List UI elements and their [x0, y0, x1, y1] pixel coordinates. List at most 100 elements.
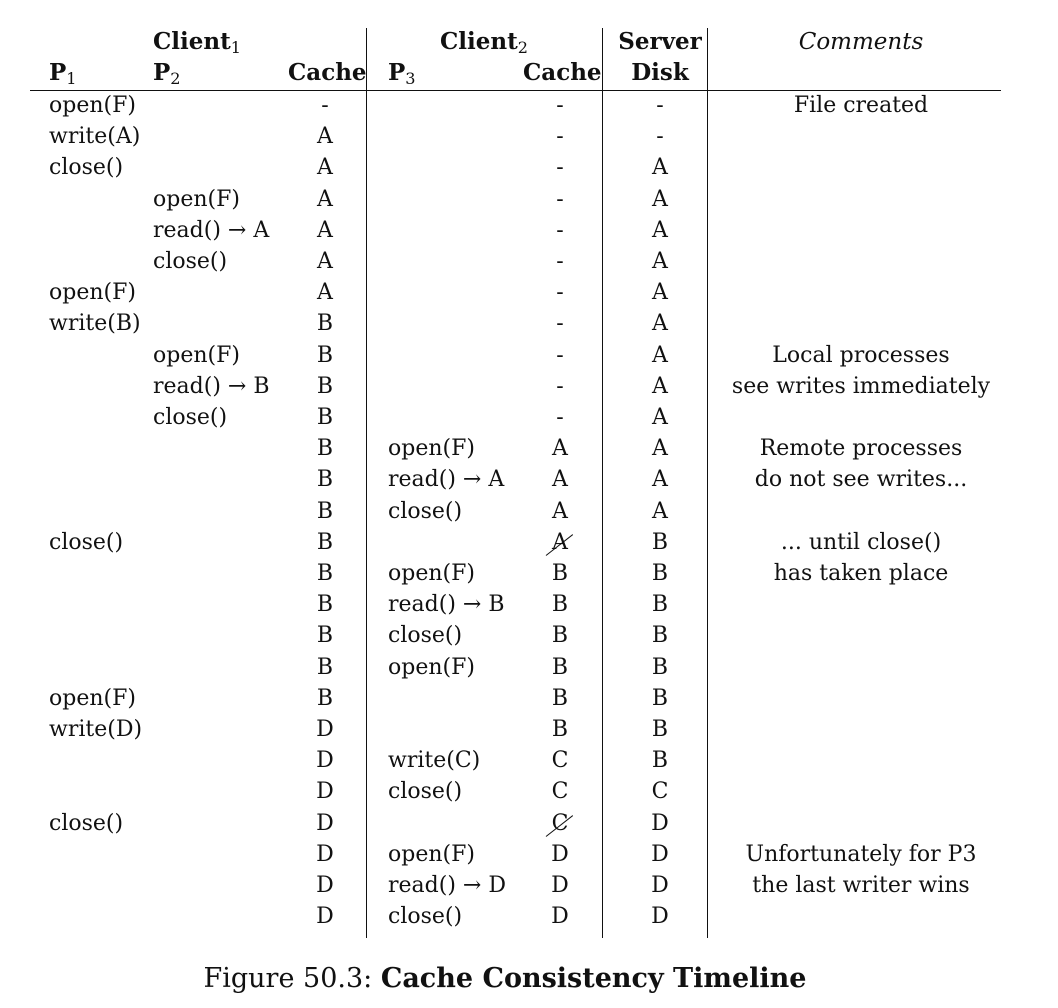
cell-cache2: -	[556, 93, 564, 118]
cell-cache2: A	[552, 467, 568, 493]
cell-disk: A	[652, 405, 668, 430]
cell-disk: A	[652, 436, 668, 462]
cell-p2: close()	[153, 405, 228, 430]
cell-cache1: B	[316, 311, 334, 337]
cell-cache1: D	[316, 904, 334, 930]
cell-disk: B	[651, 717, 669, 742]
cell-p1: write(D)	[49, 717, 143, 742]
cell-disk: B	[651, 623, 669, 649]
cell-p2: read() → A	[153, 217, 270, 243]
header-p3-subscript: 3	[405, 69, 416, 89]
header-p1: P1	[49, 59, 77, 93]
cell-p2: close()	[153, 249, 228, 274]
cell-cache1: B	[316, 373, 334, 399]
cell-cache2: C	[551, 748, 569, 774]
cell-disk: A	[652, 311, 668, 337]
cell-cache2: B	[551, 654, 569, 680]
cell-cache1: D	[316, 841, 334, 867]
header-p3-label: P	[388, 59, 406, 86]
header-p3: P3	[388, 59, 416, 93]
cell-p2: open(F)	[153, 186, 240, 212]
cell-cache1: B	[316, 342, 334, 368]
cell-cache2: -	[556, 405, 564, 430]
cell-cache2: B	[551, 685, 569, 711]
cell-p3: open(F)	[388, 654, 475, 680]
cell-cache1: A	[317, 155, 333, 181]
separator-client1-client2	[366, 28, 367, 938]
cell-p1: close()	[49, 155, 124, 181]
cell-cache2: -	[556, 217, 564, 243]
header-client1-label: Client	[153, 28, 231, 55]
cell-cache1: B	[316, 623, 334, 649]
cell-disk: A	[652, 155, 668, 181]
cell-p3: close()	[388, 779, 463, 805]
cell-p1: open(F)	[49, 280, 136, 306]
header-server: Server	[618, 28, 702, 55]
cell-p1: write(B)	[49, 311, 141, 337]
cell-cache1: A	[317, 186, 333, 212]
cell-cache1: D	[316, 748, 334, 774]
cell-comment: ... until close()	[780, 529, 942, 555]
cell-comment: Unfortunately for P3	[745, 841, 977, 867]
cell-cache1: A	[317, 124, 333, 150]
cell-cache2: -	[556, 186, 564, 212]
cell-disk: A	[652, 373, 668, 399]
cell-cache1: B	[316, 529, 334, 555]
cell-disk: D	[651, 873, 669, 898]
separator-client2-server	[602, 28, 603, 938]
cell-p2: open(F)	[153, 342, 240, 368]
cell-disk: A	[652, 467, 668, 493]
cell-cache1: B	[316, 467, 334, 493]
cell-disk: C	[651, 779, 669, 805]
header-p2-label: P	[153, 59, 171, 86]
cell-p3: write(C)	[388, 748, 481, 774]
header-client2: Client2	[440, 28, 528, 62]
cell-cache2: A	[552, 498, 568, 524]
figure-caption: Figure 50.3: Cache Consistency Timeline	[0, 962, 1010, 996]
caption-label: Figure 50.3:	[203, 963, 373, 994]
cell-cache2: B	[551, 592, 569, 618]
cell-disk: B	[651, 561, 669, 586]
cell-disk: -	[656, 93, 664, 118]
cell-disk: -	[656, 124, 664, 150]
cell-comment: Local processes	[772, 342, 950, 368]
cell-disk: B	[651, 529, 669, 555]
header-cache2: Cache	[523, 59, 602, 86]
cell-cache1: B	[316, 436, 334, 462]
header-underline	[30, 90, 1001, 91]
cell-p3: read() → B	[388, 592, 505, 618]
cell-p1: close()	[49, 529, 124, 555]
cell-disk: B	[651, 592, 669, 618]
cell-p1: open(F)	[49, 93, 136, 118]
cell-p1: write(A)	[49, 124, 141, 150]
cell-cache1: B	[316, 405, 334, 430]
cell-cache2: -	[556, 342, 564, 368]
cell-cache2: -	[556, 280, 564, 306]
cell-cache1: B	[316, 561, 334, 586]
cell-disk: A	[652, 280, 668, 306]
cell-cache2: D	[551, 904, 569, 930]
cell-p3: read() → A	[388, 467, 505, 493]
cell-p3: open(F)	[388, 561, 475, 586]
cell-cache2: -	[556, 124, 564, 150]
cell-comment: has taken place	[773, 561, 949, 586]
cell-disk: A	[652, 186, 668, 212]
cell-cache1: B	[316, 685, 334, 711]
header-p1-label: P	[49, 59, 67, 86]
cell-cache1: A	[317, 217, 333, 243]
separator-server-comments	[707, 28, 708, 938]
cell-p3: close()	[388, 904, 463, 930]
cell-comment: see writes immediately	[731, 373, 991, 399]
cell-cache1: A	[317, 280, 333, 306]
header-p2-subscript: 2	[170, 69, 181, 89]
cell-cache2: -	[556, 311, 564, 337]
header-cache1: Cache	[288, 59, 367, 86]
cell-cache2: -	[556, 249, 564, 274]
cell-cache2: C	[551, 779, 569, 805]
cell-disk: A	[652, 342, 668, 368]
header-p1-subscript: 1	[66, 69, 77, 89]
cell-disk: B	[651, 685, 669, 711]
cell-disk: A	[652, 249, 668, 274]
cell-cache1: D	[316, 810, 334, 836]
